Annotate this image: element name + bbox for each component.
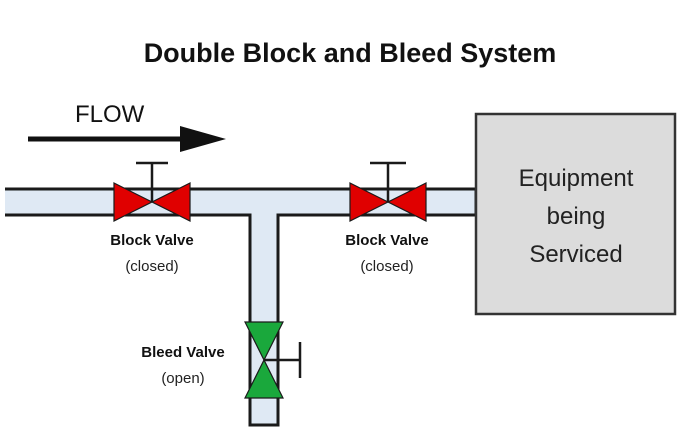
block-valve-2-state: (closed) xyxy=(360,258,413,275)
block-valve-1: Block Valve (closed) xyxy=(110,161,194,275)
valve-body-right xyxy=(150,182,191,222)
flow-indicator: FLOW xyxy=(28,101,226,152)
valve-body-right xyxy=(386,182,427,222)
diagram-title: Double Block and Bleed System xyxy=(144,38,557,68)
block-valve-1-label: Block Valve xyxy=(110,232,193,249)
bleed-valve: Bleed Valve (open) xyxy=(141,321,302,399)
bleed-valve-state: (open) xyxy=(161,370,204,387)
valve-body-bottom xyxy=(244,358,284,399)
valve-body-left xyxy=(113,182,154,222)
block-valve-1-state: (closed) xyxy=(125,258,178,275)
equipment-rect xyxy=(474,112,677,316)
equipment-label-line3: Serviced xyxy=(529,241,622,268)
bleed-valve-label: Bleed Valve xyxy=(141,344,224,361)
main-pipe xyxy=(5,187,478,427)
equipment-box: Equipment being Serviced xyxy=(474,112,677,316)
equipment-label-line2: being xyxy=(547,203,606,230)
block-valve-2: Block Valve (closed) xyxy=(345,161,429,275)
pipe-network xyxy=(5,187,478,427)
valve-body-left xyxy=(349,182,390,222)
block-valve-2-label: Block Valve xyxy=(345,232,428,249)
flow-label: FLOW xyxy=(75,101,145,128)
valve-body-top xyxy=(244,321,284,362)
flow-arrow-head xyxy=(180,126,226,152)
equipment-label-line1: Equipment xyxy=(519,165,634,192)
